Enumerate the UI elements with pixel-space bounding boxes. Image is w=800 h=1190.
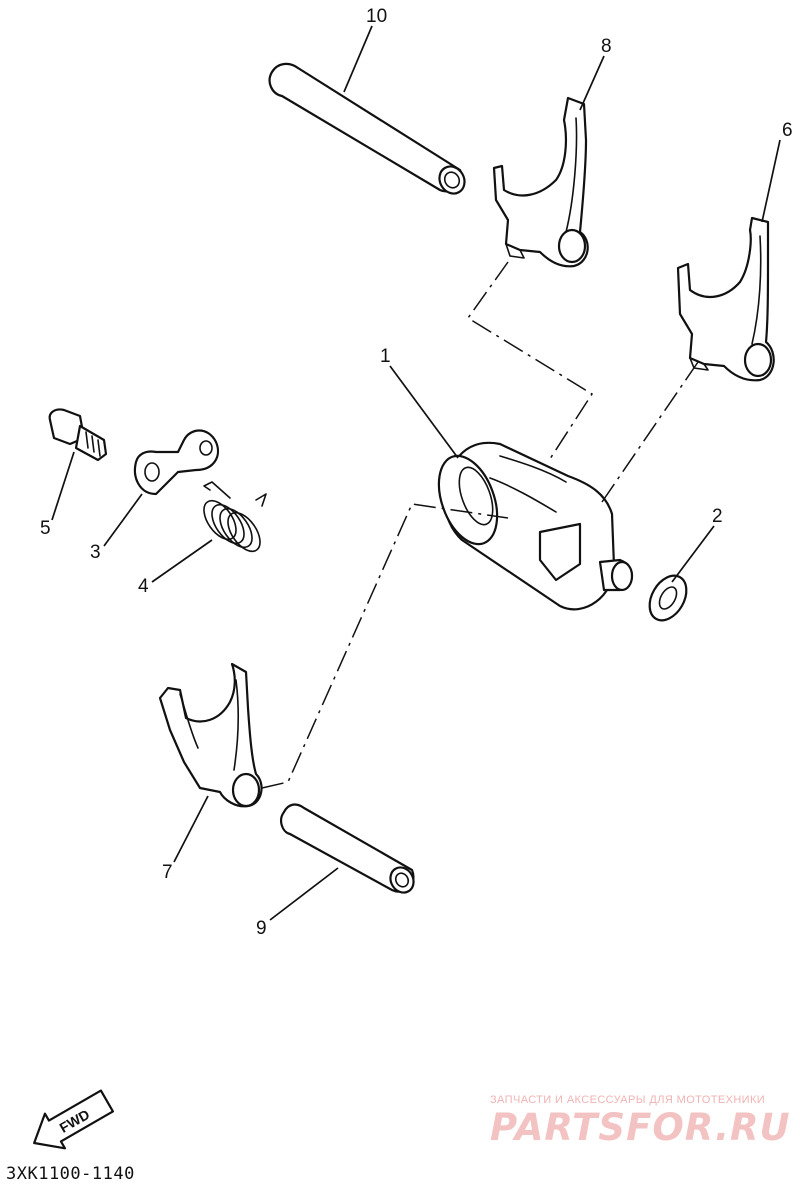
part-9-fork-shaft[interactable] [280,803,418,897]
part-1-shift-drum[interactable] [428,441,634,611]
part-6-shift-fork[interactable] [676,216,775,382]
watermark-tagline: ЗАПЧАСТИ И АКСЕССУАРЫ ДЛЯ МОТОТЕХНИКИ [490,1094,766,1106]
part-2-washer[interactable] [642,569,694,627]
callout-3: 3 [90,542,101,563]
fwd-direction-arrow: FWD [33,1089,115,1150]
leader-lines [51,25,781,921]
callout-6: 6 [782,120,793,141]
callout-5: 5 [40,518,51,539]
callout-4: 4 [138,576,149,597]
callout-2: 2 [712,506,723,527]
callout-7: 7 [162,862,173,883]
callout-1: 1 [380,346,391,367]
part-7-shift-fork[interactable] [158,662,263,808]
part-5-bolt[interactable] [48,408,108,462]
callout-8: 8 [601,36,612,57]
callout-9: 9 [256,918,267,939]
assembly-centerlines [261,261,699,789]
part-3-stopper-lever[interactable] [133,429,220,496]
diagram-code: 3XK1100-1140 [6,1164,135,1184]
part-4-torsion-spring[interactable] [198,481,267,557]
watermark-brand[interactable]: PARTSFOR.RU [490,1106,791,1149]
part-10-fork-shaft[interactable] [268,62,470,198]
callout-10: 10 [366,6,387,27]
part-8-shift-fork[interactable] [492,96,589,268]
